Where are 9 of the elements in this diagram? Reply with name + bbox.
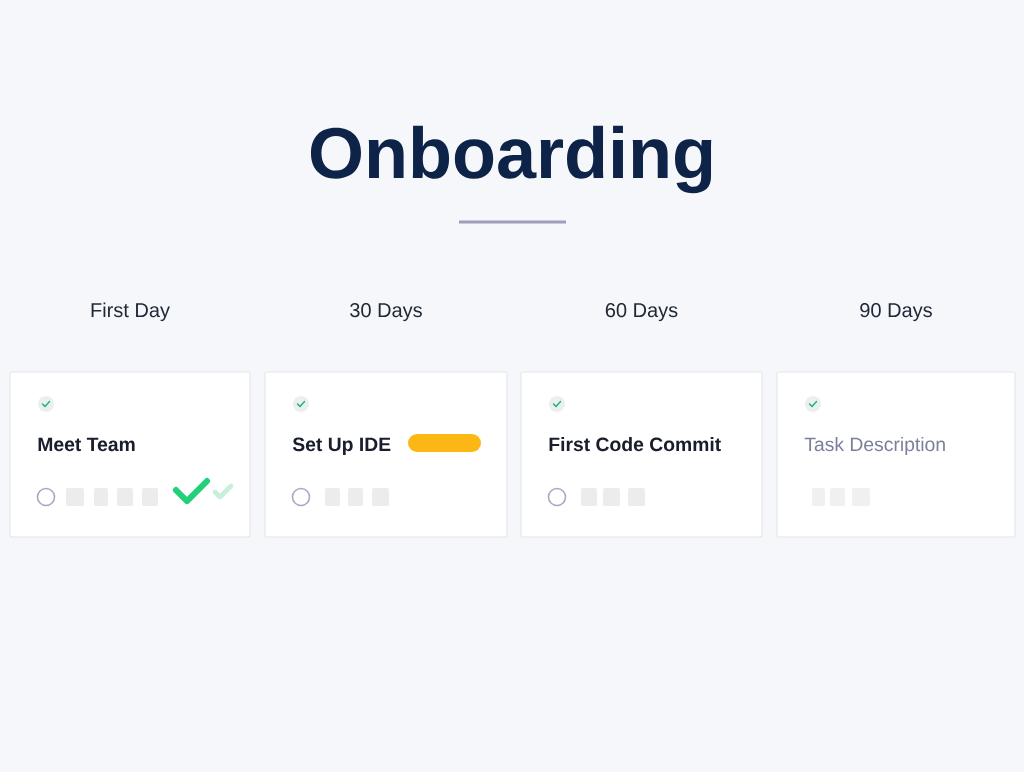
column-heading: 90 Days <box>860 303 932 322</box>
task-card: Meet Team <box>9 371 251 538</box>
column-heading: First Day <box>91 302 170 322</box>
task-card: Task Description <box>776 371 1016 538</box>
column-heading: 60 Days <box>605 303 678 322</box>
column-heading: 30 Days <box>350 303 422 322</box>
title: Onboarding <box>311 125 712 194</box>
task-card: Set Up IDE <box>264 371 508 538</box>
task-card: First Code Commit <box>520 371 763 538</box>
